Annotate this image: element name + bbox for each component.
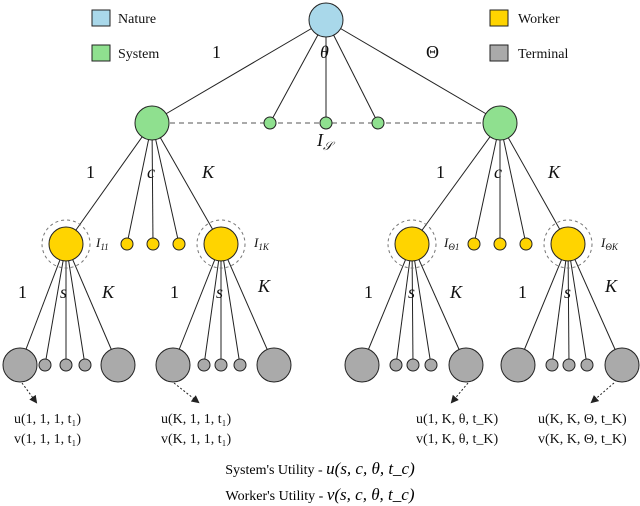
root-edge-label-theta: θ — [320, 42, 329, 62]
worker-edge-label: s — [60, 282, 67, 302]
terminal-node-small — [389, 358, 403, 372]
worker-edge-label: s — [216, 282, 223, 302]
system-node-small — [263, 116, 277, 130]
system-node-small — [319, 116, 333, 130]
legend-terminal-swatch — [489, 44, 509, 62]
nature-root-node — [308, 2, 344, 38]
worker-infoset-label: I1K — [253, 235, 270, 252]
system-edge-label: c — [494, 162, 502, 182]
left-system-edges — [65, 122, 222, 245]
system-node-small — [371, 116, 385, 130]
terminal-nodes — [2, 347, 640, 383]
system-node-right — [482, 105, 518, 141]
worker-edge-label: 1 — [518, 282, 527, 302]
utility-worker: v(K, K, Θ, t_K) — [538, 432, 627, 447]
worker-infoset-halo — [196, 219, 246, 269]
worker-node — [394, 226, 430, 262]
worker-edge-label: 1 — [170, 282, 179, 302]
worker-edge-label: K — [449, 282, 463, 302]
terminal-node-small — [214, 358, 228, 372]
system-edge-label: K — [547, 162, 561, 182]
utility-arrows — [21, 382, 615, 404]
worker-infoset-halo — [543, 219, 593, 269]
worker-edge-label: s — [564, 282, 571, 302]
terminal-node-small — [78, 358, 92, 372]
utility-system: u(K, 1, 1, t₁) — [161, 412, 232, 427]
worker-node — [48, 226, 84, 262]
utility-arrow — [173, 382, 200, 404]
worker-edge-label: 1 — [364, 282, 373, 302]
system-node-left — [134, 105, 170, 141]
legend-worker-swatch — [489, 9, 509, 27]
worker-node-small — [519, 237, 533, 251]
terminal-node — [344, 347, 380, 383]
worker-node — [203, 226, 239, 262]
terminal-node — [155, 347, 191, 383]
system-edge-label: c — [147, 162, 155, 182]
terminal-node-small — [38, 358, 52, 372]
system-infoset-label: I𝒮 — [316, 130, 336, 153]
legend-nature-label: Nature — [118, 12, 156, 27]
worker-node — [550, 226, 586, 262]
utility-system: u(1, K, θ, t_K) — [416, 412, 498, 427]
terminal-node — [500, 347, 536, 383]
worker-edge-label: s — [408, 282, 415, 302]
worker-infoset-halo — [41, 219, 91, 269]
utility-system: u(K, K, Θ, t_K) — [538, 412, 627, 427]
root-edge-label-Theta: Θ — [426, 42, 439, 62]
utility-arrow — [450, 382, 469, 404]
terminal-node-small — [545, 358, 559, 372]
worker-node-small — [467, 237, 481, 251]
worker-node-small — [172, 237, 186, 251]
terminal-node-small — [233, 358, 247, 372]
system-edge-label: K — [201, 162, 215, 182]
worker-infoset-label: IΘK — [600, 235, 619, 252]
right-system-edges — [411, 122, 569, 245]
utility-worker: v(K, 1, 1, t₁) — [161, 432, 232, 447]
utility-arrow — [590, 382, 615, 404]
worker-infoset-label: IΘ1 — [443, 235, 459, 252]
root-edges — [151, 19, 501, 124]
worker-node-small — [493, 237, 507, 251]
terminal-node — [448, 347, 484, 383]
utility-worker: v(1, K, θ, t_K) — [416, 432, 498, 447]
terminal-node-small — [562, 358, 576, 372]
terminal-node-small — [580, 358, 594, 372]
legend-system-swatch — [91, 44, 111, 62]
terminal-node — [256, 347, 292, 383]
utility-system: u(1, 1, 1, t₁) — [14, 412, 81, 427]
worker-edge-label: K — [257, 276, 271, 296]
terminal-node — [2, 347, 38, 383]
worker-edges — [19, 243, 623, 366]
root-edge-label-1: 1 — [212, 42, 221, 62]
system-edge-label: 1 — [86, 162, 95, 182]
worker-node-small — [146, 237, 160, 251]
worker-utility-legend: Worker's Utility - v(s, c, θ, t_c) — [226, 485, 415, 504]
terminal-node-small — [59, 358, 73, 372]
legend-system-label: System — [118, 47, 159, 62]
worker-edge-label: 1 — [18, 282, 27, 302]
terminal-node — [100, 347, 136, 383]
terminal-node-small — [406, 358, 420, 372]
worker-infoset-halo — [387, 219, 437, 269]
terminal-node-small — [197, 358, 211, 372]
terminal-node-small — [424, 358, 438, 372]
legend-worker-label: Worker — [518, 12, 560, 27]
utility-worker: v(1, 1, 1, t₁) — [14, 432, 81, 447]
worker-node-small — [120, 237, 134, 251]
utility-arrow — [21, 382, 38, 404]
worker-edge-label: K — [604, 276, 618, 296]
system-utility-legend: System's Utility - u(s, c, θ, t_c) — [225, 459, 415, 478]
worker-infoset-label: I11 — [95, 235, 109, 252]
worker-edge-label: K — [101, 282, 115, 302]
legend-terminal-label: Terminal — [518, 47, 568, 62]
legend-nature-swatch — [91, 9, 111, 27]
system-edge-label: 1 — [436, 162, 445, 182]
terminal-node — [604, 347, 640, 383]
legend: Nature System Worker Terminal — [91, 9, 568, 62]
